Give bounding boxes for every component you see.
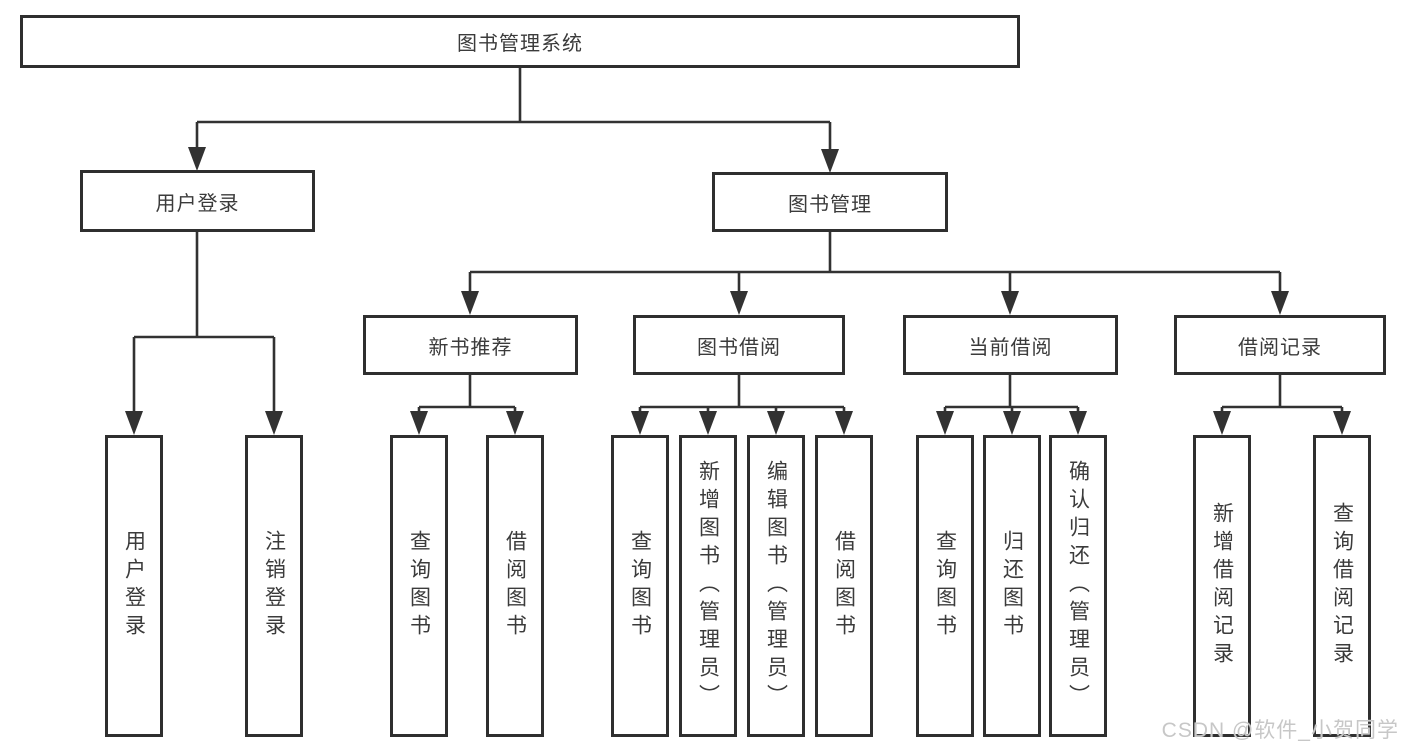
- leaf-br-add-record: 新增借阅记录: [1193, 435, 1251, 737]
- leaf-logout: 注销登录: [245, 435, 303, 737]
- node-book-mgmt-label: 图书管理: [788, 193, 872, 216]
- leaf-cb-query-books-label: 查询图书: [933, 530, 957, 642]
- leaf-bb-query-books: 查询图书: [611, 435, 669, 737]
- leaf-br-add-record-label: 新增借阅记录: [1210, 502, 1234, 670]
- connector-root-to-children: [188, 68, 839, 173]
- leaf-bb-borrow-books: 借阅图书: [815, 435, 873, 737]
- connector-book-mgmt-to-children: [461, 232, 1289, 315]
- leaf-nb-query-books: 查询图书: [390, 435, 448, 737]
- connector-new-book-rec-to-children: [410, 375, 524, 435]
- node-book-borrow-label: 图书借阅: [697, 336, 781, 359]
- leaf-cb-query-books: 查询图书: [916, 435, 974, 737]
- watermark: CSDN @软件_小贺同学: [1161, 719, 1399, 742]
- node-current-borrow: 当前借阅: [903, 315, 1118, 375]
- leaf-logout-label: 注销登录: [262, 530, 286, 642]
- leaf-user-login-label: 用户登录: [122, 530, 146, 642]
- leaf-br-query-record: 查询借阅记录: [1313, 435, 1371, 737]
- node-new-book-rec: 新书推荐: [363, 315, 578, 375]
- leaf-bb-borrow-books-label: 借阅图书: [832, 530, 856, 642]
- leaf-bb-edit-books-admin-label: 编辑图书（管理员）: [764, 460, 788, 712]
- node-new-book-rec-label: 新书推荐: [428, 336, 513, 359]
- leaf-nb-query-books-label: 查询图书: [407, 530, 431, 642]
- leaf-nb-borrow-books-label: 借阅图书: [503, 530, 527, 642]
- node-current-borrow-label: 当前借阅: [968, 336, 1053, 359]
- leaf-cb-return-books-label: 归还图书: [1000, 530, 1024, 642]
- node-root: 图书管理系统: [20, 15, 1020, 68]
- leaf-bb-add-books-admin: 新增图书（管理员）: [679, 435, 737, 737]
- leaf-bb-query-books-label: 查询图书: [628, 530, 652, 642]
- leaf-user-login: 用户登录: [105, 435, 163, 737]
- connector-user-login-to-children: [125, 232, 283, 435]
- leaf-cb-return-books: 归还图书: [983, 435, 1041, 737]
- leaf-bb-edit-books-admin: 编辑图书（管理员）: [747, 435, 805, 737]
- connector-book-borrow-to-children: [631, 375, 853, 435]
- node-book-mgmt: 图书管理: [712, 172, 948, 232]
- connector-current-borrow-to-children: [936, 375, 1087, 435]
- leaf-nb-borrow-books: 借阅图书: [486, 435, 544, 737]
- leaf-cb-confirm-return-admin: 确认归还（管理员）: [1049, 435, 1107, 737]
- node-borrow-records-label: 借阅记录: [1238, 336, 1322, 359]
- node-user-login: 用户登录: [80, 170, 315, 232]
- leaf-bb-add-books-admin-label: 新增图书（管理员）: [696, 460, 720, 712]
- leaf-br-query-record-label: 查询借阅记录: [1330, 502, 1354, 670]
- leaf-cb-confirm-return-admin-label: 确认归还（管理员）: [1066, 460, 1090, 712]
- connector-borrow-records-to-children: [1213, 375, 1351, 435]
- node-user-login-label: 用户登录: [155, 192, 240, 215]
- node-root-label: 图书管理系统: [457, 33, 583, 55]
- node-borrow-records: 借阅记录: [1174, 315, 1386, 375]
- node-book-borrow: 图书借阅: [633, 315, 845, 375]
